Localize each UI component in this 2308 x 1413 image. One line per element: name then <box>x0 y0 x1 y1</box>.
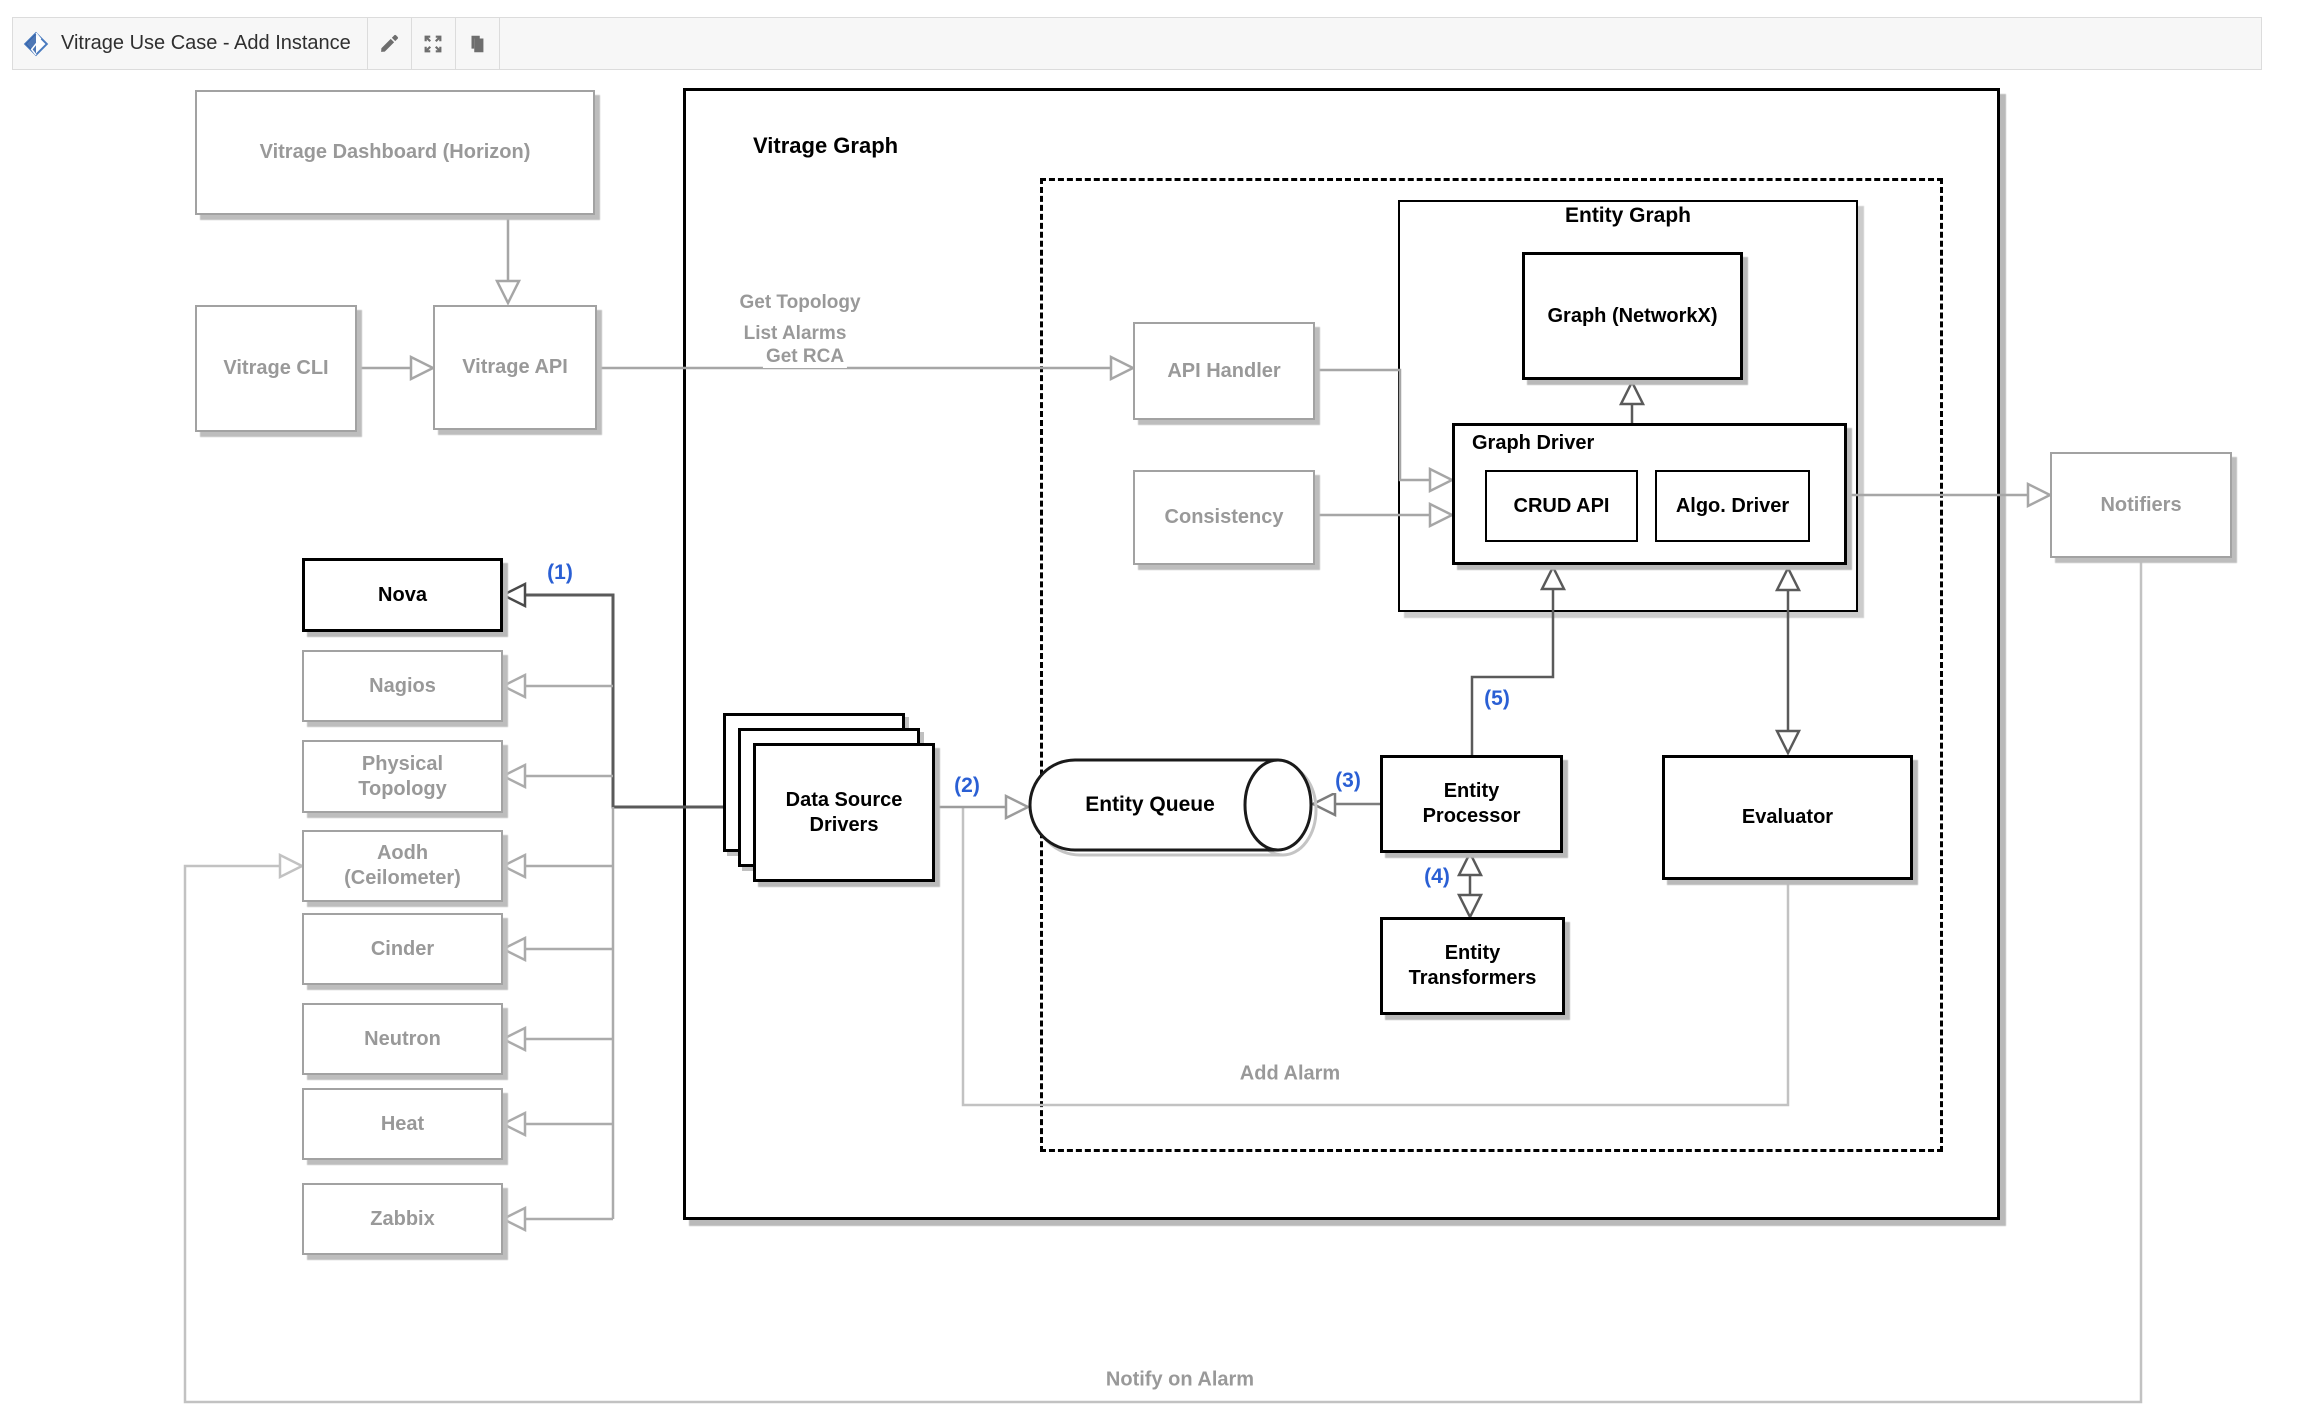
drawio-logo-icon <box>23 31 49 57</box>
label-notify-on-alarm: Notify on Alarm <box>1102 1368 1258 1392</box>
node-neutron: Neutron <box>302 1003 503 1075</box>
node-vitrage-cli: Vitrage CLI <box>195 305 357 432</box>
diagram-toolbar: Vitrage Use Case - Add Instance <box>12 17 2262 70</box>
label-step-2: (2) <box>951 774 983 798</box>
entity-graph-title: Entity Graph <box>1564 204 1691 227</box>
node-entity-transformers: Entity Transformers <box>1380 917 1565 1015</box>
label-step-5: (5) <box>1481 687 1513 711</box>
label-step-3: (3) <box>1332 769 1364 793</box>
node-heat: Heat <box>302 1088 503 1160</box>
vitrage-graph-title: Vitrage Graph <box>753 133 899 158</box>
node-notifiers: Notifiers <box>2050 452 2232 558</box>
pencil-icon <box>378 33 400 55</box>
graph-driver-title: Graph Driver <box>1472 432 1595 454</box>
node-entity-queue-label: Entity Queue <box>1085 793 1215 816</box>
node-physical-topology: Physical Topology <box>302 740 503 813</box>
copy-icon <box>466 33 488 55</box>
node-crud-api: CRUD API <box>1485 470 1638 542</box>
node-data-source-drivers: Data Source Drivers <box>753 743 935 882</box>
node-graph-networkx: Graph (NetworkX) <box>1522 252 1743 380</box>
node-zabbix: Zabbix <box>302 1183 503 1255</box>
node-nagios: Nagios <box>302 650 503 722</box>
node-evaluator: Evaluator <box>1662 755 1913 880</box>
node-aodh: Aodh (Ceilometer) <box>302 830 503 902</box>
fullscreen-icon <box>422 33 444 55</box>
copy-button[interactable] <box>456 18 500 69</box>
node-api-handler: API Handler <box>1133 322 1315 420</box>
label-add-alarm: Add Alarm <box>1236 1062 1344 1086</box>
node-vitrage-api: Vitrage API <box>433 305 597 430</box>
toolbar-spacer <box>500 18 2261 69</box>
diagram-title-cell: Vitrage Use Case - Add Instance <box>13 18 368 69</box>
fullscreen-button[interactable] <box>412 18 456 69</box>
node-cinder: Cinder <box>302 913 503 985</box>
node-entity-processor: Entity Processor <box>1380 755 1563 853</box>
node-consistency: Consistency <box>1133 470 1315 565</box>
label-get-topology: Get Topology <box>736 292 864 314</box>
node-algo-driver: Algo. Driver <box>1655 470 1810 542</box>
diagram-title: Vitrage Use Case - Add Instance <box>61 32 351 54</box>
label-step-1: (1) <box>544 561 576 585</box>
label-get-rca: Get RCA <box>762 346 848 368</box>
label-list-alarms: List Alarms <box>740 323 850 345</box>
edit-diagram-button[interactable] <box>368 18 412 69</box>
node-nova: Nova <box>302 558 503 632</box>
label-step-4: (4) <box>1421 865 1453 889</box>
node-vitrage-dashboard: Vitrage Dashboard (Horizon) <box>195 90 595 215</box>
